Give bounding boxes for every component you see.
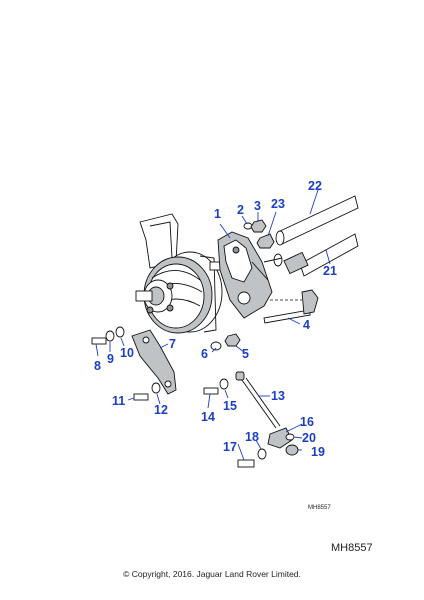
hoses [263,195,359,277]
callout-7: 7 [169,337,176,351]
washer-15 [219,378,229,390]
trunnion-16 [267,427,293,449]
nut-23 [256,233,275,249]
adjuster-plate-7 [131,329,177,395]
bolt-17 [237,459,255,468]
callout-20: 20 [302,431,316,445]
callout-1: 1 [214,207,221,221]
callout-4: 4 [303,318,310,332]
callout-5: 5 [242,347,249,361]
washer-18 [257,448,267,460]
mounting-bracket [217,231,273,319]
adjuster-rod-13 [235,371,281,429]
callout-15: 15 [223,399,237,413]
washer-9 [105,330,115,342]
callout-6: 6 [201,347,208,361]
washer-12 [151,382,161,394]
callout-3: 3 [254,199,261,213]
long-bolt-4 [263,289,319,324]
callout-9: 9 [107,352,114,366]
callout-labels: 1 2 3 4 5 6 7 8 9 10 11 12 13 14 15 16 1… [94,179,337,459]
callout-13: 13 [271,389,285,403]
callout-16: 16 [300,415,314,429]
drawing-code: MH8557 [308,505,331,511]
washer-20 [285,433,295,441]
callout-18: 18 [245,430,259,444]
callout-17: 17 [223,440,237,454]
callout-11: 11 [112,394,125,408]
bolt-8 [91,337,107,345]
leader-lines [95,189,331,461]
washer-10 [115,326,125,338]
nut-3 [250,219,267,233]
callout-19: 19 [311,445,325,459]
nut-5 [224,333,241,347]
bolt-11 [133,393,149,401]
callout-22: 22 [308,179,322,193]
bolt-14 [203,387,219,395]
washer-2 [243,222,253,230]
callout-12: 12 [154,403,168,417]
callout-10: 10 [120,346,134,360]
copyright-notice: © Copyright, 2016. Jaguar Land Rover Lim… [123,569,301,579]
reference-code: MH8557 [331,542,373,554]
callout-14: 14 [201,410,215,424]
washer-6 [210,341,222,351]
callout-21: 21 [323,264,337,278]
callout-2: 2 [237,203,244,217]
callout-8: 8 [94,359,101,373]
nut-19 [285,444,299,456]
pump-assembly [135,213,223,334]
callout-23: 23 [271,197,285,211]
